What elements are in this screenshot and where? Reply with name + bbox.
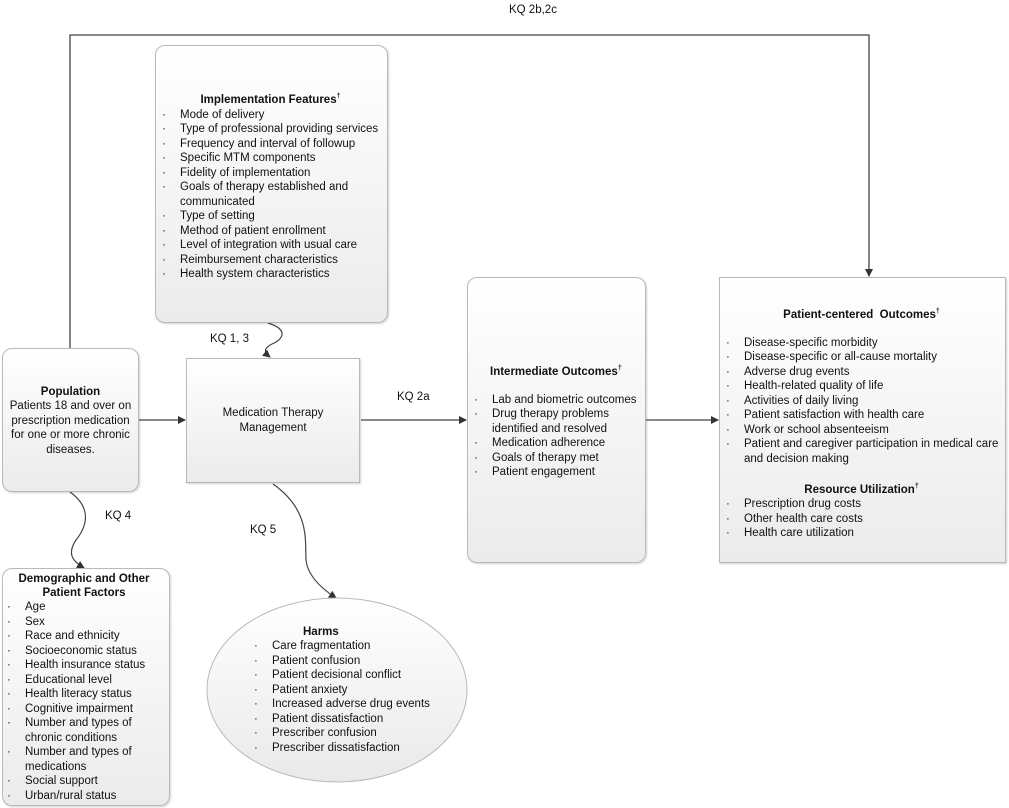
demographic-factor-item: Health insurance status: [3, 658, 165, 673]
demographic-list: AgeSexRace and ethnicitySocioeconomic st…: [3, 600, 165, 803]
kq2bc-connector: [69, 34, 873, 348]
patient-centered-outcome-item: Health-related quality of life: [722, 379, 1001, 394]
demographic-factor-item: Educational level: [3, 673, 165, 688]
patient-centered-title: Patient-centered Outcomes†: [783, 308, 940, 321]
implementation-item: Level of integration with usual care: [158, 238, 383, 253]
demographic-title: Demographic and Other Patient Factors: [18, 573, 150, 599]
kq2bc-label: KQ 2b,2c: [509, 4, 557, 16]
patient-centered-outcome-item: Disease-specific morbidity: [722, 336, 1001, 351]
patient-centered-outcome-item: Patient and caregiver participation in m…: [722, 437, 1001, 466]
patient-centered-outcome-item: Disease-specific or all-cause mortality: [722, 350, 1001, 365]
harm-item: Patient anxiety: [250, 683, 470, 698]
patient-centered-outcome-item: Work or school absenteeism: [722, 423, 1001, 438]
harms-content: Harms Care fragmentationPatient confusio…: [250, 625, 470, 755]
demographic-factor-item: Health literacy status: [3, 687, 165, 702]
harms-title: Harms: [303, 626, 339, 638]
harms-list: Care fragmentationPatient confusionPatie…: [250, 639, 470, 755]
implementation-item: Health system characteristics: [158, 267, 383, 282]
demographic-factors-box: Demographic and Other Patient Factors Ag…: [2, 568, 170, 806]
patient-centered-list: Disease-specific morbidityDisease-specif…: [722, 336, 1001, 467]
harm-item: Increased adverse drug events: [250, 697, 470, 712]
implementation-to-mtm-arrow: [262, 322, 283, 358]
implementation-item: Specific MTM components: [158, 151, 383, 166]
population-box: Population Patients 18 and over on presc…: [2, 348, 139, 492]
intermediate-title: Intermediate Outcomes†: [490, 365, 622, 378]
intermediate-outcome-item: Drug therapy problems identified and res…: [470, 407, 641, 436]
intermediate-outcome-item: Lab and biometric outcomes: [470, 393, 641, 408]
harm-item: Prescriber confusion: [250, 726, 470, 741]
intermediate-outcomes-box: Intermediate Outcomes† Lab and biometric…: [467, 277, 646, 563]
implementation-item: Fidelity of implementation: [158, 166, 383, 181]
implementation-item: Goals of therapy established and communi…: [158, 180, 383, 209]
resource-utilization-list: Prescription drug costsOther health care…: [722, 497, 1001, 541]
harm-item: Patient dissatisfaction: [250, 712, 470, 727]
population-title: Population: [40, 386, 101, 398]
mtm-to-harms-arrow: [272, 483, 337, 599]
implementation-list: Mode of deliveryType of professional pro…: [158, 108, 383, 282]
implementation-item: Frequency and interval of followup: [158, 137, 383, 152]
population-text: Patients 18 and over on prescription med…: [9, 400, 132, 456]
mtm-box: Medication Therapy Management: [186, 358, 360, 483]
intermediate-list: Lab and biometric outcomesDrug therapy p…: [470, 393, 641, 480]
kq4-label: KQ 4: [105, 510, 132, 522]
implementation-item: Mode of delivery: [158, 108, 383, 123]
demographic-factor-item: Urban/rural status: [3, 789, 165, 804]
mtm-text: Medication Therapy Management: [222, 407, 324, 434]
implementation-item: Reimbursement characteristics: [158, 253, 383, 268]
demographic-factor-item: Cognitive impairment: [3, 702, 165, 717]
kq13-label: KQ 1, 3: [210, 333, 249, 345]
implementation-item: Type of setting: [158, 209, 383, 224]
harm-item: Care fragmentation: [250, 639, 470, 654]
intermediate-outcome-item: Goals of therapy met: [470, 451, 641, 466]
patient-centered-outcome-item: Adverse drug events: [722, 365, 1001, 380]
demographic-factor-item: Socioeconomic status: [3, 644, 165, 659]
demographic-factor-item: Social support: [3, 774, 165, 789]
intermediate-outcome-item: Patient engagement: [470, 465, 641, 480]
patient-centered-outcomes-box: Patient-centered Outcomes† Disease-speci…: [719, 277, 1006, 563]
intermediate-outcome-item: Medication adherence: [470, 436, 641, 451]
harm-item: Patient decisional conflict: [250, 668, 470, 683]
resource-utilization-item: Health care utilization: [722, 526, 1001, 541]
demographic-factor-item: Sex: [3, 615, 165, 630]
harm-item: Patient confusion: [250, 654, 470, 669]
demographic-factor-item: Race and ethnicity: [3, 629, 165, 644]
demographic-factor-item: Number and types of chronic conditions: [3, 716, 165, 745]
harm-item: Prescriber dissatisfaction: [250, 741, 470, 756]
implementation-item: Method of patient enrollment: [158, 224, 383, 239]
implementation-item: Type of professional providing services: [158, 122, 383, 137]
patient-centered-outcome-item: Activities of daily living: [722, 394, 1001, 409]
kq5-label: KQ 5: [250, 524, 277, 536]
population-to-demographic-arrow: [69, 491, 87, 569]
resource-utilization-item: Other health care costs: [722, 512, 1001, 527]
implementation-features-box: Implementation Features† Mode of deliver…: [155, 45, 388, 323]
demographic-factor-item: Age: [3, 600, 165, 615]
kq2a-label: KQ 2a: [397, 391, 430, 403]
demographic-factor-item: Number and types of medications: [3, 745, 165, 774]
resource-utilization-item: Prescription drug costs: [722, 497, 1001, 512]
implementation-title: Implementation Features†: [200, 93, 341, 106]
patient-centered-outcome-item: Patient satisfaction with health care: [722, 408, 1001, 423]
resource-utilization-title: Resource Utilization†: [804, 483, 919, 497]
